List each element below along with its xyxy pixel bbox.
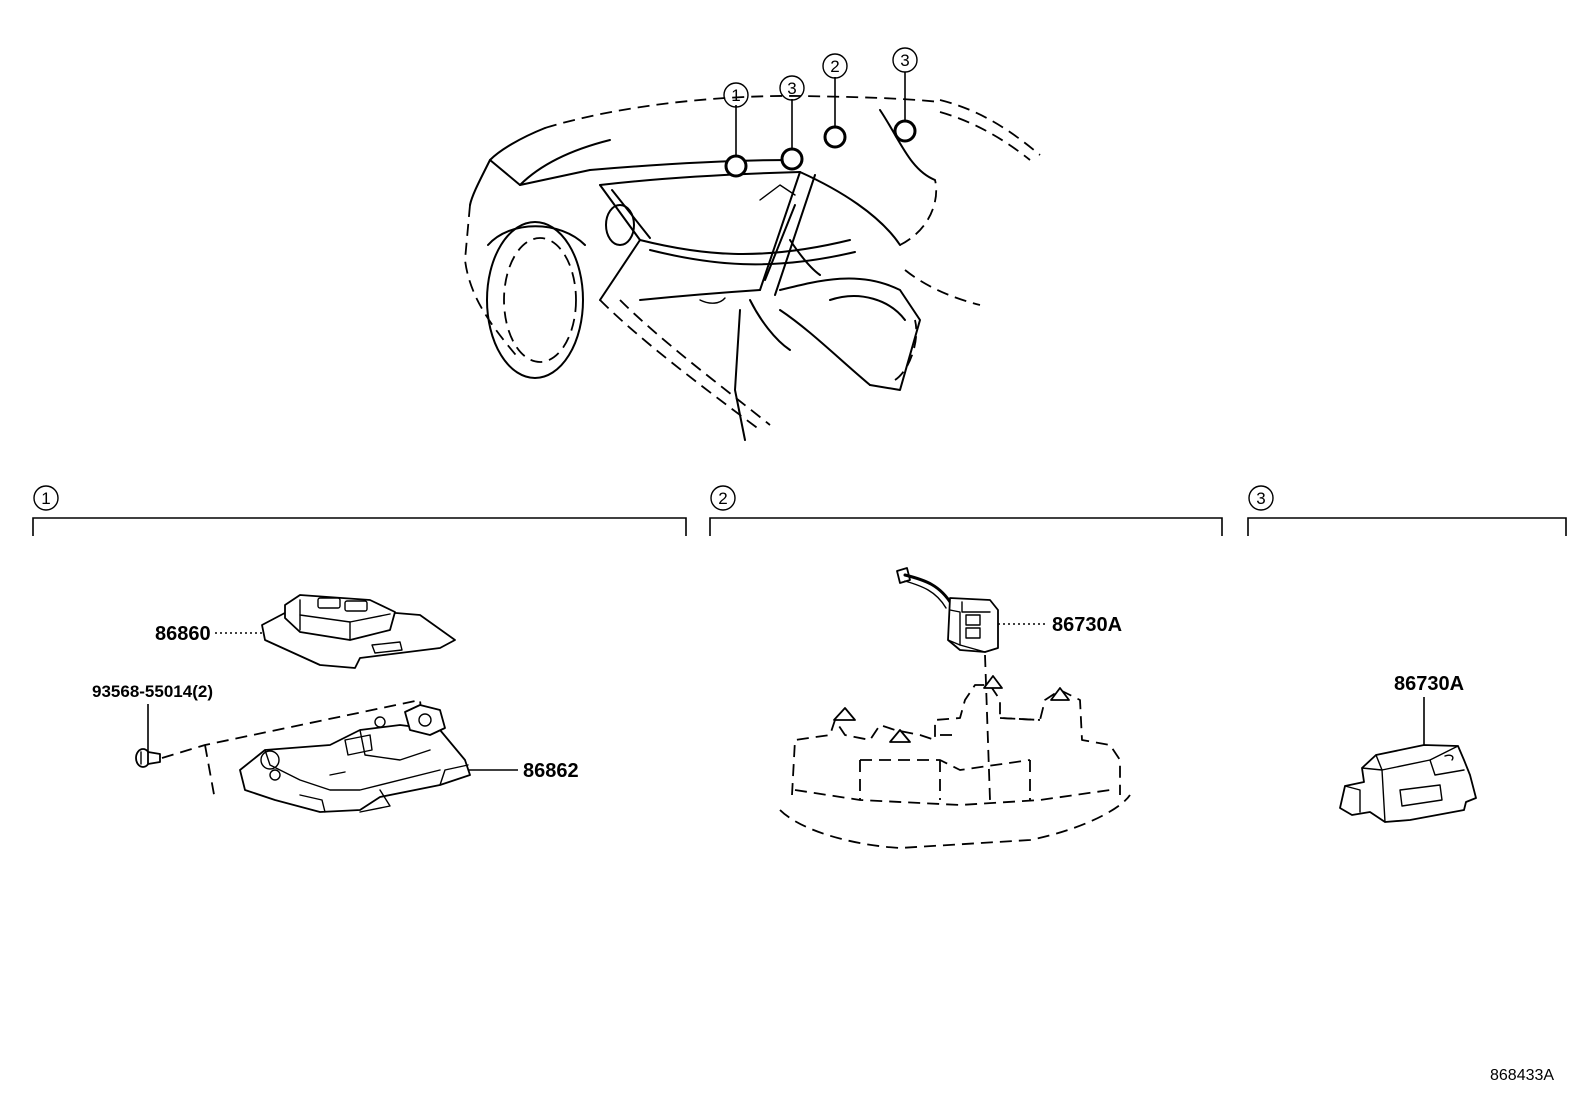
diagram-reference-code: 868433A [1490,1067,1554,1084]
section-1-bracket: 1 [32,485,687,536]
location-marker-3b [893,119,917,143]
location-marker-3a [780,147,804,171]
svg-text:3: 3 [787,79,796,98]
part-86862-bracket [239,704,471,813]
svg-text:3: 3 [900,51,909,70]
overview-callout-3a: 3 [779,75,805,101]
svg-text:3: 3 [1256,489,1265,508]
svg-text:1: 1 [731,86,740,105]
label-86730A-section2: 86730A [1052,614,1122,636]
overview-callout-2: 2 [822,53,848,79]
part-86730A-section3 [1339,744,1477,823]
overhead-console [779,675,1131,849]
label-93568-55014: 93568-55014(2) [92,682,213,701]
label-86862: 86862 [523,760,579,782]
svg-text:1: 1 [41,489,50,508]
svg-text:2: 2 [830,57,839,76]
section-3-bracket: 3 [1247,485,1567,536]
overview-callout-1: 1 [723,82,749,108]
label-86730A-section3: 86730A [1394,673,1464,695]
location-marker-2 [823,125,847,149]
section-2-bracket: 2 [709,485,1223,536]
part-86860-control-module [261,594,456,669]
car-interior-overview [464,72,1041,441]
part-86730A-section2 [896,567,999,653]
location-marker-1 [724,154,748,178]
svg-text:2: 2 [718,489,727,508]
part-93568-screw [135,748,161,768]
overview-callout-3b: 3 [892,47,918,73]
label-86860: 86860 [155,623,211,645]
